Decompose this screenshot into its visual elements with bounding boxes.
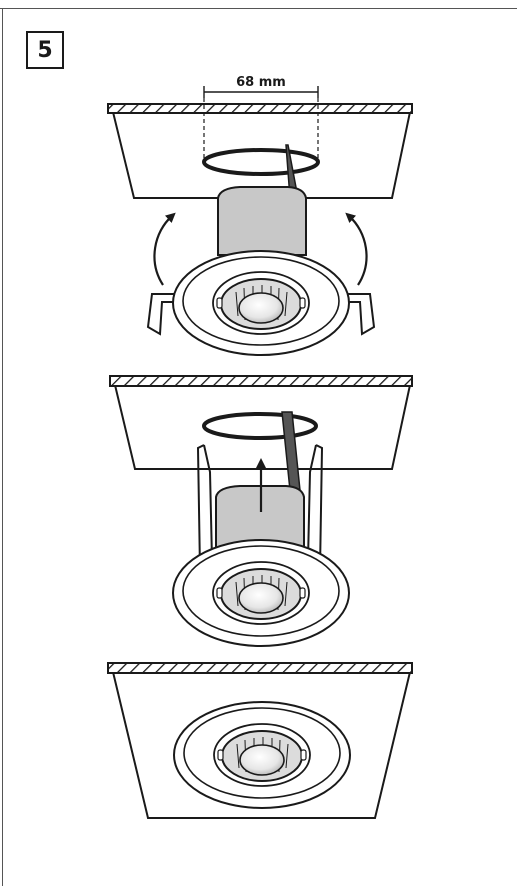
dimension-label: 68 mm [236,75,286,90]
lens [239,744,285,776]
lens [238,582,284,614]
step-number-badge: 5 [26,31,64,69]
spring-clip-right [338,293,376,336]
spring-clip-right [307,444,324,571]
fitting-bezel [172,539,350,647]
fitting-bezel [173,701,351,809]
spring-clip-left [196,444,213,571]
ceiling-board [107,103,413,199]
rotate-arrow-right [345,212,368,286]
rotate-arrow-left [153,212,176,286]
ceiling-board [109,375,413,470]
frame-left-rule [2,8,3,886]
panel-insert-fitting: 68 mm [107,75,413,356]
ceiling-hole [202,412,318,440]
fitting-bezel [172,250,350,356]
panel-push-into-hole [109,375,413,647]
spring-clip-left [146,293,184,336]
dimension-68mm: 68 mm [203,75,319,160]
frame-top-rule [0,8,517,9]
ceiling-hole [202,148,320,176]
step-number: 5 [37,37,53,63]
lens [238,292,284,324]
fitting-housing [217,186,307,256]
panel-installed-flush [107,662,413,819]
